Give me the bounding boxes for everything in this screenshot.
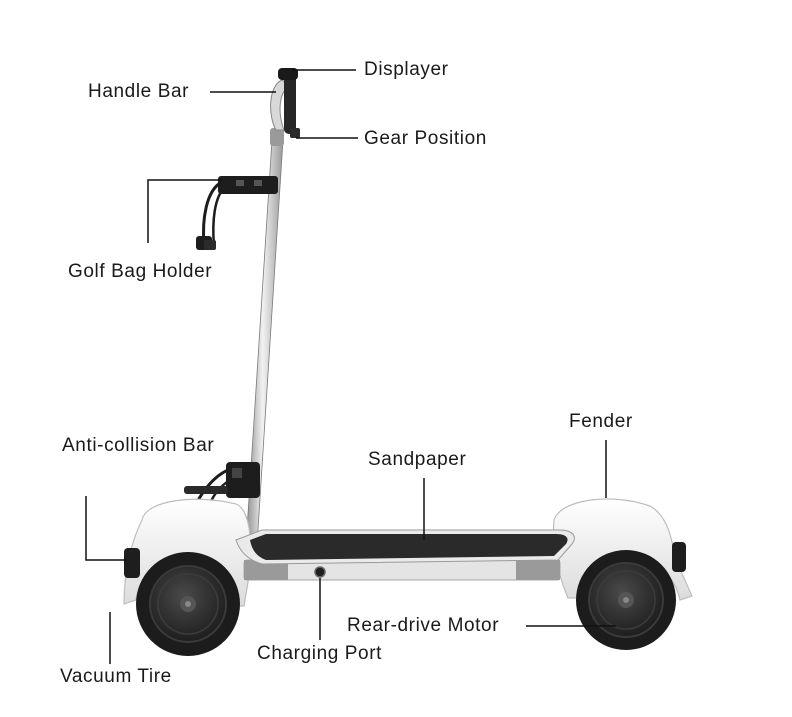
label-golf-bag-holder: Golf Bag Holder bbox=[68, 261, 213, 282]
gear-position-switch bbox=[290, 128, 300, 138]
leader-lines bbox=[85, 69, 616, 664]
leader-golf-bag-holder bbox=[147, 179, 222, 243]
label-sandpaper: Sandpaper bbox=[368, 449, 467, 470]
front-wheel bbox=[136, 552, 240, 656]
sandpaper-grip bbox=[250, 534, 568, 560]
handle-bar bbox=[270, 68, 300, 138]
label-anti-collision-bar: Anti-collision Bar bbox=[62, 435, 215, 456]
label-displayer: Displayer bbox=[364, 59, 449, 80]
rear-wheel bbox=[576, 550, 676, 650]
label-gear-position: Gear Position bbox=[364, 128, 487, 149]
label-charging-port: Charging Port bbox=[257, 643, 383, 664]
anti-collision-bumper bbox=[124, 548, 140, 578]
leader-anti-collision-bar bbox=[85, 496, 126, 561]
label-rear-drive-motor: Rear-drive Motor bbox=[347, 615, 500, 636]
label-handle-bar: Handle Bar bbox=[88, 81, 190, 102]
charging-port-socket bbox=[314, 566, 326, 578]
golf-bag-holder bbox=[196, 176, 278, 250]
label-vacuum-tire: Vacuum Tire bbox=[60, 666, 172, 687]
label-fender: Fender bbox=[569, 411, 633, 432]
deck bbox=[235, 529, 575, 581]
displayer-unit bbox=[278, 68, 298, 80]
